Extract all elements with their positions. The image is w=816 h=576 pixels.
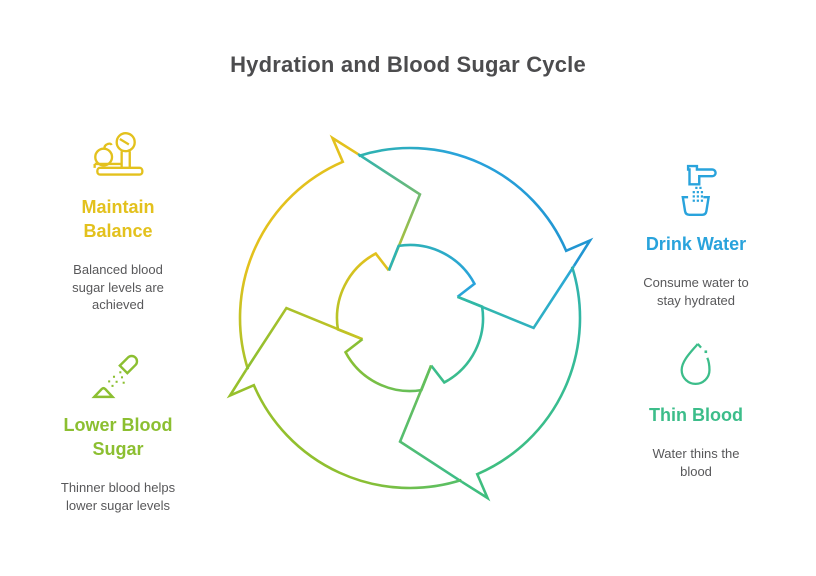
scale-icon	[38, 126, 198, 182]
faucet-glass-icon	[616, 163, 776, 219]
cycle-segment-blue	[357, 146, 592, 330]
item-description: Thinner blood helps lower sugar levels	[60, 480, 176, 513]
cycle-item-lower-blood-sugar: Lower Blood Sugar Thinner blood helps lo…	[38, 344, 198, 514]
cycle-item-maintain-balance: Maintain Balance Balanced blood sugar le…	[38, 126, 198, 314]
item-heading: Maintain Balance	[81, 197, 155, 241]
cycle-item-drink-water: Drink Water Consume water to stay hydrat…	[616, 163, 776, 309]
water-drop-icon	[616, 334, 776, 390]
item-heading: Lower Blood Sugar	[63, 415, 173, 459]
item-heading: Drink Water	[645, 234, 747, 254]
cycle-segment-green	[398, 265, 582, 500]
item-description: Consume water to stay hydrated	[643, 275, 749, 308]
item-heading: Thin Blood	[649, 405, 743, 425]
cycle-item-thin-blood: Thin Blood Water thins the blood	[616, 334, 776, 480]
capsule-sugar-icon	[38, 344, 198, 400]
infographic-title: Hydration and Blood Sugar Cycle	[230, 52, 586, 77]
cycle-segment-yellow	[238, 136, 422, 371]
item-description: Balanced blood sugar levels are achieved	[72, 262, 164, 312]
item-description: Water thins the blood	[652, 446, 740, 479]
cycle-segment-lime	[228, 306, 463, 490]
